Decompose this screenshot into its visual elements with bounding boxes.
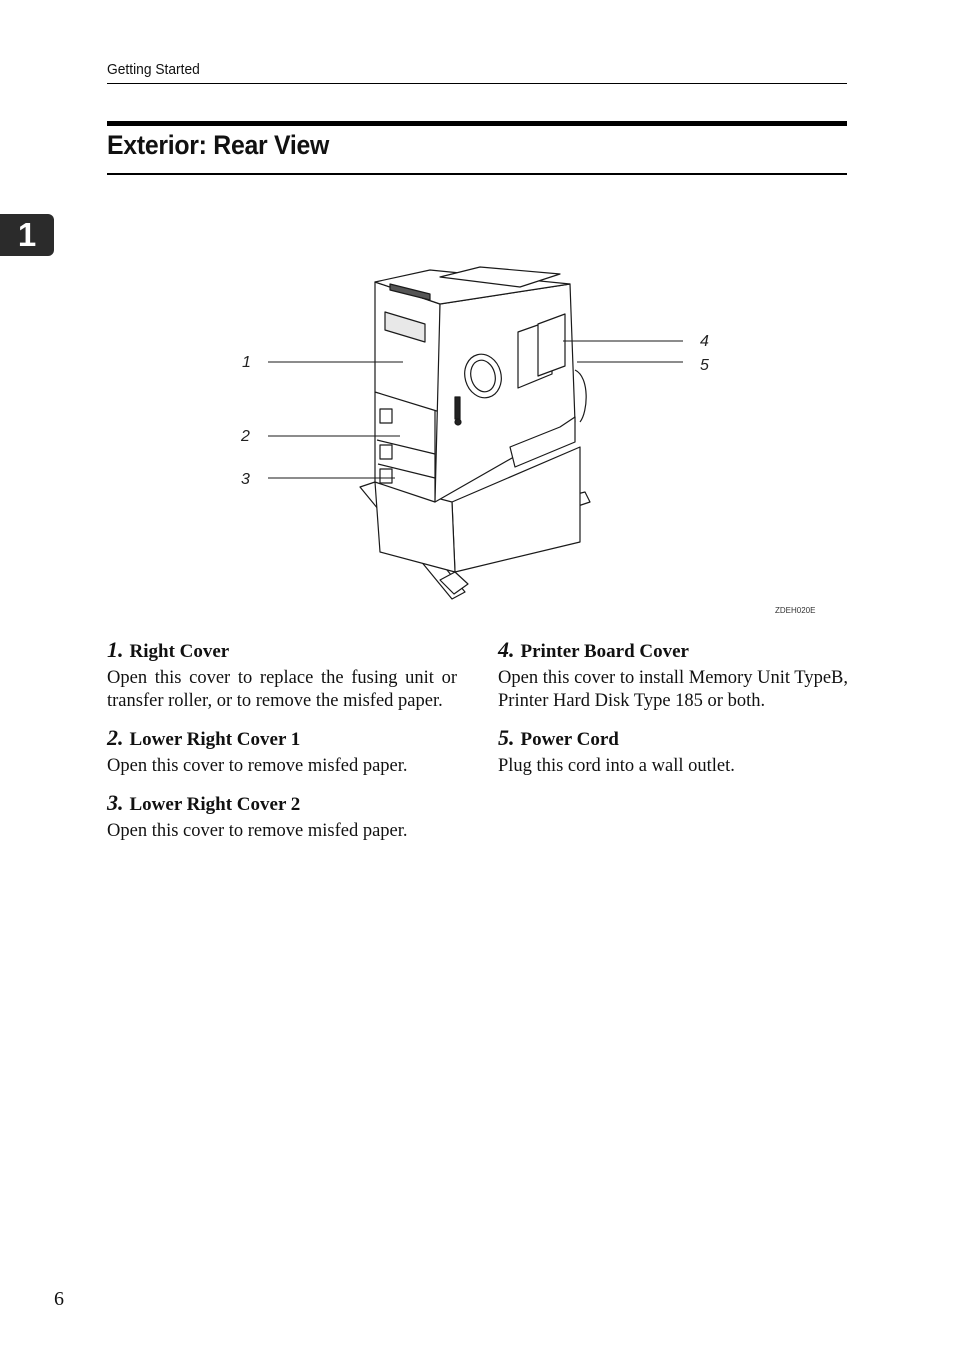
title-rule-bottom <box>107 173 847 175</box>
printer-illustration <box>359 266 591 600</box>
item-number: 2. <box>107 725 124 750</box>
item-right-cover: 1.Right Cover Open this cover to replace… <box>107 635 457 713</box>
item-title: Power Cord <box>520 729 619 750</box>
item-lower-right-cover-1: 2.Lower Right Cover 1 Open this cover to… <box>107 723 457 778</box>
body-front <box>374 281 441 413</box>
item-number: 4. <box>498 637 515 662</box>
callout-3: 3 <box>241 471 250 488</box>
title-rule-top <box>107 121 847 126</box>
item-power-cord: 5.Power Cord Plug this cord into a wall … <box>498 723 848 778</box>
printer-rear-view-figure: 1 2 3 4 5 ZDEH020E <box>240 266 815 615</box>
column-right: 4.Printer Board Cover Open this cover to… <box>498 635 848 788</box>
callout-1: 1 <box>242 354 251 371</box>
callout-leaders <box>268 340 683 479</box>
page-title: Exterior: Rear View <box>107 130 330 160</box>
callout-4: 4 <box>700 333 709 350</box>
tray-handle-2 <box>379 444 393 460</box>
item-number: 3. <box>107 790 124 815</box>
item-number: 1. <box>107 637 124 662</box>
item-printer-board-cover: 4.Printer Board Cover Open this cover to… <box>498 635 848 713</box>
power-cord <box>574 369 587 423</box>
item-description: Plug this cord into a wall outlet. <box>498 756 735 776</box>
tray-handle-1 <box>379 408 393 424</box>
running-header: Getting Started <box>107 61 200 78</box>
item-description: Open this cover to remove misfed paper. <box>107 821 408 841</box>
item-description: Open this cover to replace the fusing un… <box>107 668 457 711</box>
callout-2: 2 <box>240 428 250 445</box>
column-left: 1.Right Cover Open this cover to replace… <box>107 635 457 853</box>
item-title: Printer Board Cover <box>520 641 690 662</box>
item-title: Lower Right Cover 2 <box>129 794 301 815</box>
tray-handle-3 <box>379 468 393 484</box>
item-lower-right-cover-2: 3.Lower Right Cover 2 Open this cover to… <box>107 788 457 843</box>
item-number: 5. <box>498 725 515 750</box>
item-title: Lower Right Cover 1 <box>129 729 301 750</box>
item-description: Open this cover to install Memory Unit T… <box>498 668 848 711</box>
header-rule <box>107 83 847 84</box>
item-description: Open this cover to remove misfed paper. <box>107 756 408 776</box>
page-number: 6 <box>54 1288 64 1310</box>
callout-5: 5 <box>700 357 709 374</box>
figure-code: ZDEH020E <box>775 606 815 615</box>
chapter-tab: 1 <box>0 214 54 256</box>
item-title: Right Cover <box>129 641 230 662</box>
